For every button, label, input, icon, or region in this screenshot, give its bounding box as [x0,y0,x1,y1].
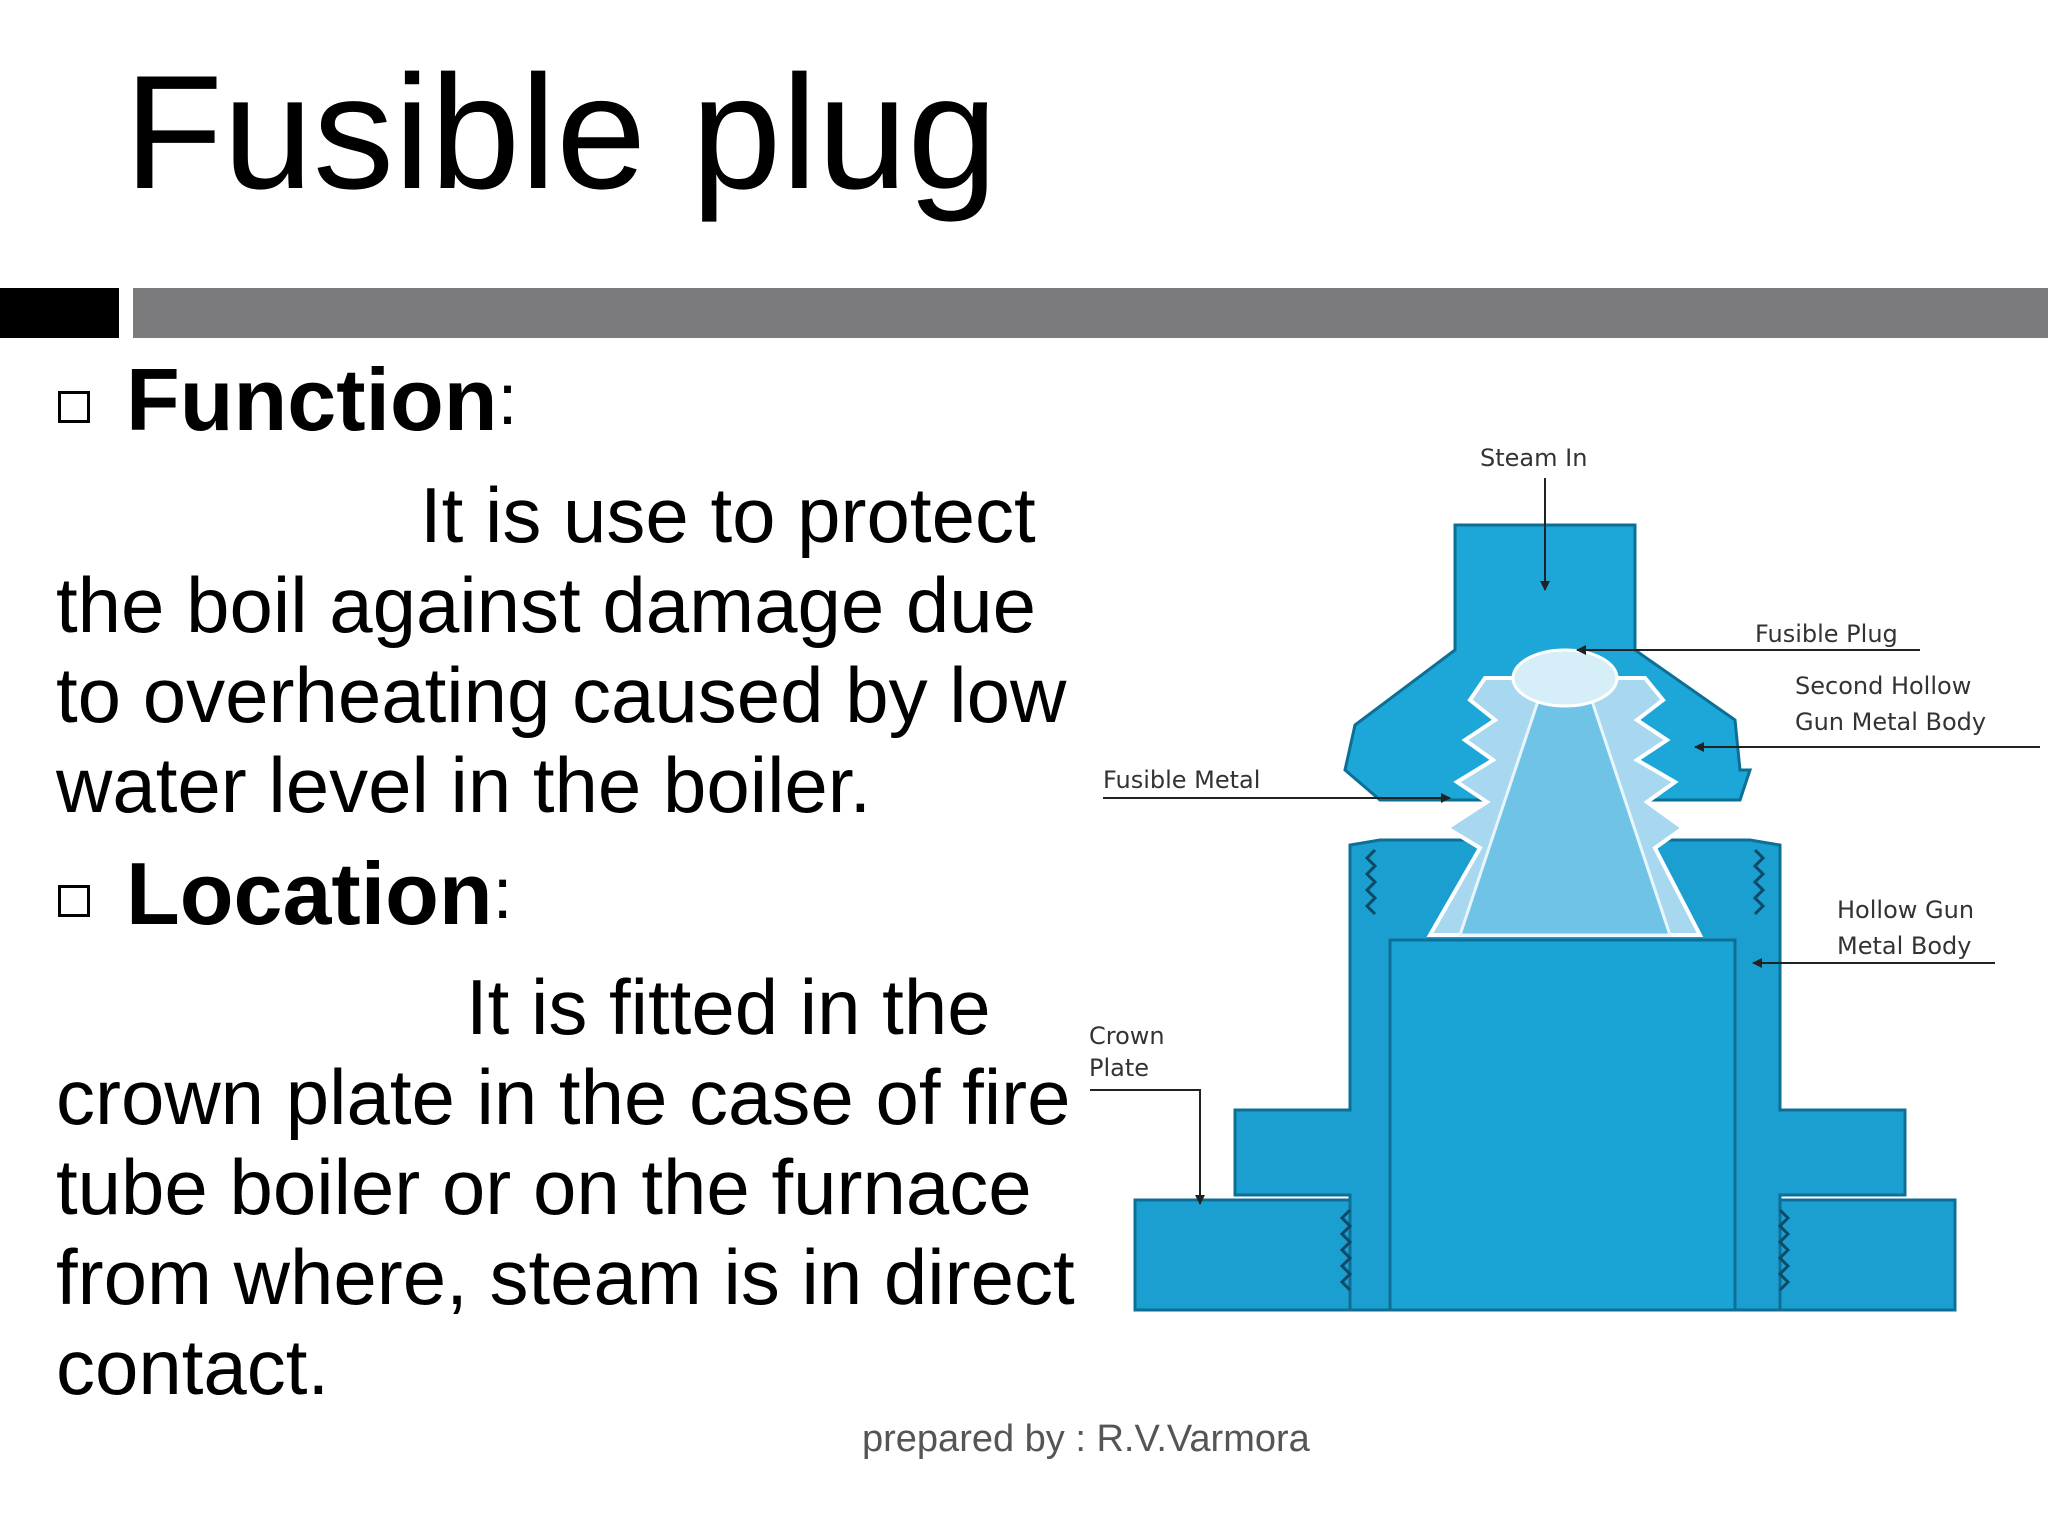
bullet-square-icon [58,885,90,917]
thread-right-upper [1752,848,1766,916]
inner-bore [1388,938,1737,1312]
thread-left-lower [1339,1208,1353,1292]
label-second-body-1: Second Hollow [1795,672,1972,700]
label-second-body-2: Gun Metal Body [1795,708,1987,736]
label-crown-1: Crown [1089,1022,1165,1050]
slide-title: Fusible plug [124,42,998,223]
label-fusible-plug: Fusible Plug [1755,620,1898,648]
location-bullet: Location : [58,850,513,938]
location-line: crown plate in the case of fire [56,1053,1071,1141]
thread-left-upper [1364,848,1378,916]
label-hollow-body-1: Hollow Gun [1837,896,1975,924]
label-crown-2: Plate [1089,1054,1150,1082]
bullet-square-icon [58,391,90,423]
location-line: tube boiler or on the furnace [56,1143,1032,1231]
label-fusible-metal: Fusible Metal [1103,766,1261,794]
location-line: It is fitted in the [466,963,991,1051]
location-line: contact. [56,1323,330,1411]
fusible-plug-dome [1511,648,1619,708]
function-line: water level in the boiler. [56,741,872,829]
location-heading: Location [126,844,493,943]
function-line: It is use to protect [420,471,1036,559]
fusible-plug-diagram: Steam In Fusible Plug Second Hollow Gun … [1085,420,2045,1520]
function-heading: Function [126,350,498,449]
footer-credit: prepared by : R.V.Varmora [862,1418,1310,1460]
thread-right-lower [1777,1208,1791,1292]
label-steam-in: Steam In [1480,444,1588,472]
crown-plate-leader [1090,1089,1205,1205]
diagram-drawing [1090,478,2040,1312]
title-bar-accent [0,288,119,338]
function-bullet: Function : [58,356,517,444]
location-text: It is fitted in the crown plate in the c… [56,962,1156,1412]
location-colon: : [492,854,513,934]
label-hollow-body-2: Metal Body [1837,932,1972,960]
function-colon: : [497,360,518,440]
function-line: the boil against damage due [56,561,1037,649]
location-line: from where, steam is in direct [56,1233,1075,1321]
function-text: It is use to protect the boil against da… [56,470,1156,830]
function-line: to overheating caused by low [56,651,1067,739]
title-bar [133,288,2048,338]
